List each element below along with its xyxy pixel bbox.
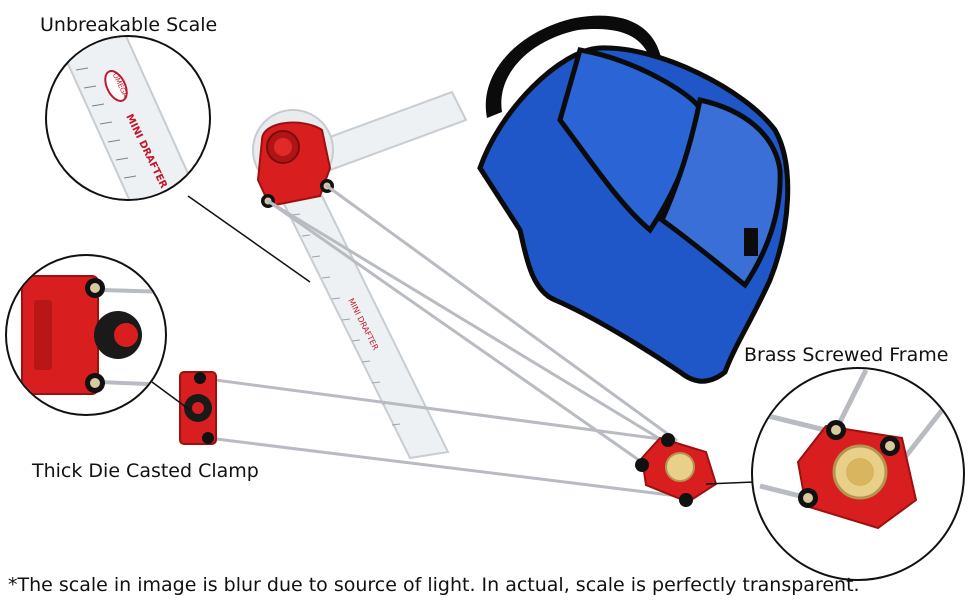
callout-lines [151,195,755,485]
label-brass-screwed-frame: Brass Screwed Frame [744,344,949,366]
callout-frame [751,367,965,581]
footnote: *The scale in image is blur due to sourc… [8,574,860,596]
label-thick-die-casted-clamp: Thick Die Casted Clamp [32,460,259,482]
label-unbreakable-scale: Unbreakable Scale [40,14,218,36]
brass-disc [665,452,695,482]
bag-strap-tab [744,228,758,256]
carry-bag [477,15,791,384]
callout-clamp [5,254,167,416]
callout-scale: OMEGA MINI DRAFTER [45,35,211,201]
drafter-head: MINI DRAFTER [252,90,468,460]
bag-handle [485,15,662,119]
clamp-piece [179,371,217,445]
frame-rods [198,184,680,498]
head-knob-cap [274,138,292,156]
frame-joint [635,433,718,507]
